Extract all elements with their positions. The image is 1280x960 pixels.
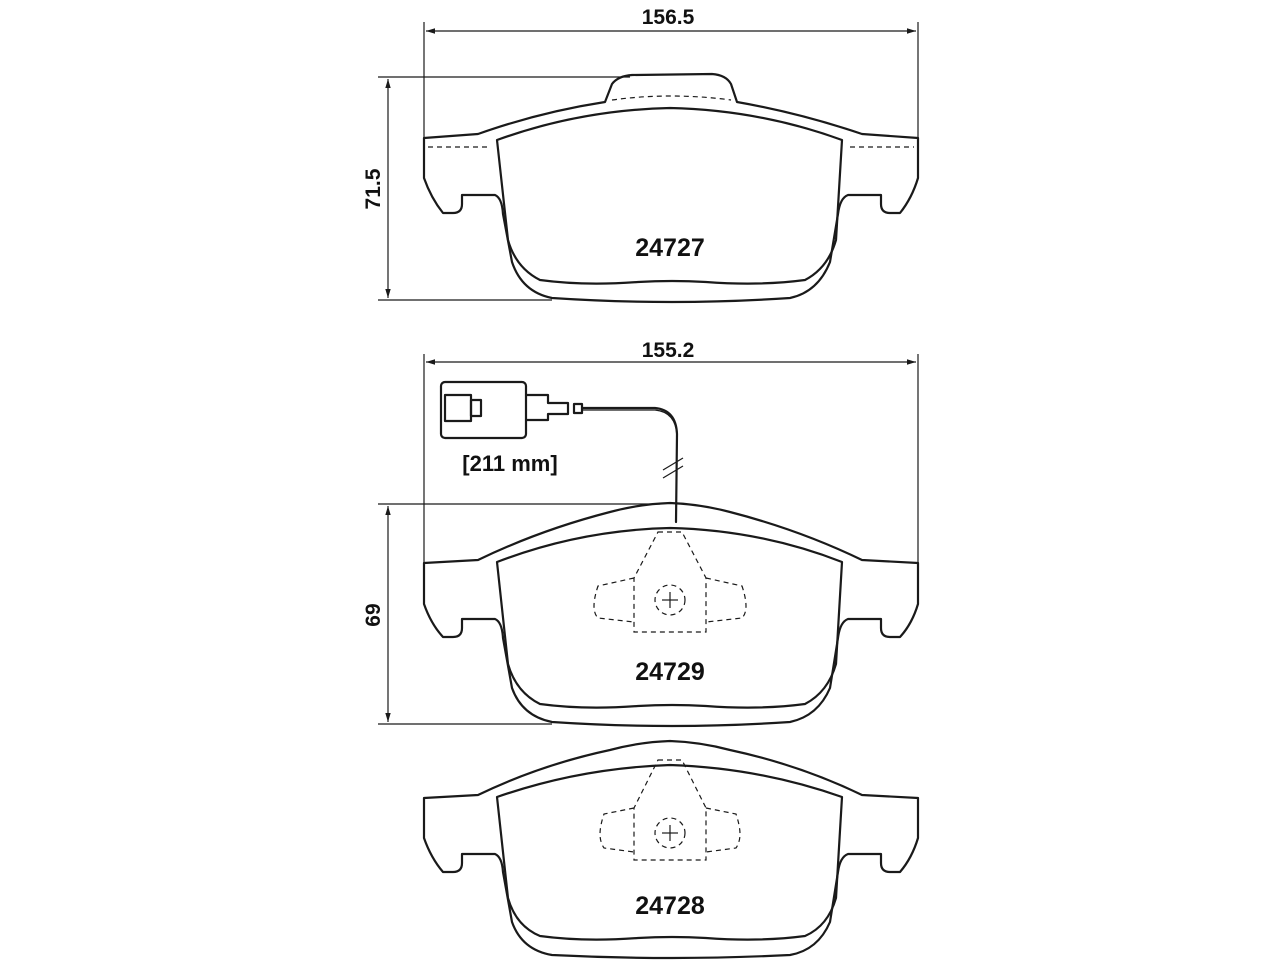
dimension-label: 156.5 — [642, 6, 695, 29]
sensor-wire-shadow — [581, 409, 678, 437]
brake-pad-top: 24727 — [422, 72, 920, 304]
wire-length-label: [211 mm] — [462, 451, 557, 476]
dimension-width-top: 156.5 — [423, 6, 919, 138]
sensor-connector — [439, 380, 528, 440]
hidden-edge — [611, 95, 732, 101]
friction-lining-outline — [495, 106, 844, 285]
wire-clip — [572, 402, 584, 415]
sensor-mount-hidden — [593, 531, 747, 633]
connector-latch — [443, 393, 473, 423]
brake-pad-middle: 24729 — [422, 501, 920, 728]
sensor-mount-hidden — [599, 759, 741, 861]
connector-strain-relief — [524, 393, 570, 422]
sensor-wire — [580, 406, 679, 524]
wear-sensor: [211 mm] — [439, 380, 684, 524]
dimension-height-middle: 69 — [362, 503, 660, 725]
dimension-width-middle: 155.2 — [423, 339, 919, 563]
friction-lining-outline — [495, 526, 844, 709]
backing-plate-outline — [422, 739, 920, 960]
friction-lining-outline — [495, 763, 844, 941]
dimension-label: 71.5 — [362, 168, 385, 209]
break-mark — [662, 465, 684, 479]
part-number-label: 24727 — [635, 234, 705, 262]
break-mark — [662, 457, 684, 471]
part-number-label: 24729 — [635, 658, 705, 686]
part-number-label: 24728 — [635, 892, 705, 920]
dimension-label: 69 — [362, 603, 385, 626]
dimension-height-top: 71.5 — [362, 76, 630, 301]
dimension-label: 155.2 — [642, 339, 695, 362]
brake-pad-bottom: 24728 — [422, 739, 920, 960]
connector-pin — [469, 398, 483, 418]
